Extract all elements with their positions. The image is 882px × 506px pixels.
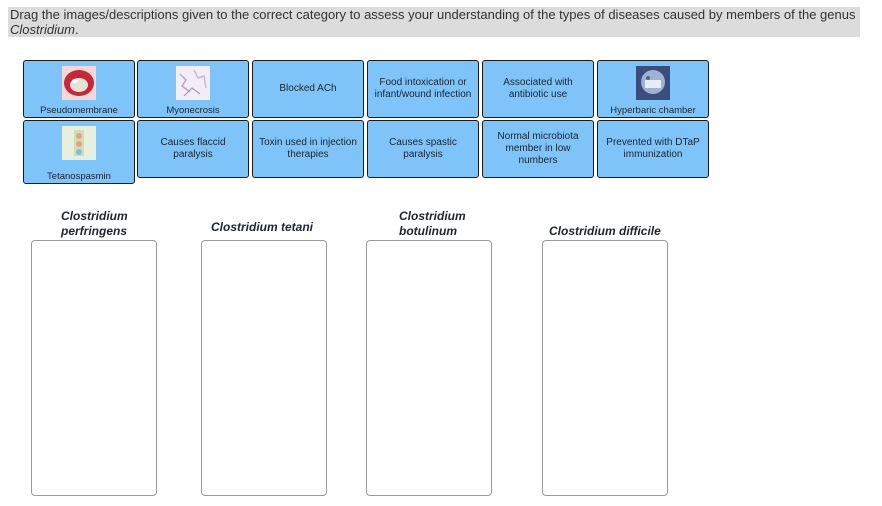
tile-label: Hyperbaric chamber bbox=[610, 105, 696, 116]
hyperbaric-chamber-photo-icon bbox=[636, 66, 670, 100]
myonecrosis-photo-icon bbox=[176, 66, 210, 100]
instructions: Drag the images/descriptions given to th… bbox=[8, 7, 860, 37]
tile-label: Causes flaccid paralysis bbox=[160, 137, 226, 160]
tile-label: Toxin used in injection therapies bbox=[259, 137, 357, 160]
tile-label: Pseudomembrane bbox=[40, 105, 118, 116]
dropzone-difficile[interactable] bbox=[542, 240, 668, 496]
instructions-text: Drag the images/descriptions given to th… bbox=[10, 7, 856, 22]
tile-tetanospasmin[interactable]: Tetanospasmin bbox=[23, 120, 135, 184]
tile-label: Food intoxication or infant/wound infect… bbox=[374, 77, 472, 100]
tile-label: Tetanospasmin bbox=[47, 171, 111, 182]
tile-label: Causes spastic paralysis bbox=[389, 137, 457, 160]
tile-dtap-immunization[interactable]: Prevented with DTaP immunization bbox=[597, 120, 709, 178]
category-label-perfringens: Clostridium perfringens bbox=[61, 209, 128, 238]
instructions-genus: Clostridium bbox=[10, 22, 76, 37]
tile-pseudomembrane[interactable]: Pseudomembrane bbox=[23, 60, 135, 118]
tile-blocked-ach[interactable]: Blocked ACh bbox=[252, 60, 364, 118]
tile-antibiotic-use[interactable]: Associated with antibiotic use bbox=[482, 60, 594, 118]
tetanospasmin-diagram-icon bbox=[62, 126, 96, 160]
tile-injection-therapies[interactable]: Toxin used in injection therapies bbox=[252, 120, 364, 178]
pseudomembrane-photo-icon bbox=[62, 66, 96, 100]
instructions-end: . bbox=[75, 22, 79, 37]
tile-normal-microbiota[interactable]: Normal microbiota member in low numbers bbox=[482, 120, 594, 178]
category-label-tetani: Clostridium tetani bbox=[211, 220, 314, 234]
tile-label: Myonecrosis bbox=[166, 105, 220, 116]
tile-label: Normal microbiota member in low numbers bbox=[497, 131, 579, 166]
tile-hyperbaric-chamber[interactable]: Hyperbaric chamber bbox=[597, 60, 709, 118]
tile-myonecrosis[interactable]: Myonecrosis bbox=[137, 60, 249, 118]
tile-label: Blocked ACh bbox=[279, 83, 337, 94]
tile-label: Associated with antibiotic use bbox=[503, 77, 573, 100]
tile-flaccid-paralysis[interactable]: Causes flaccid paralysis bbox=[137, 120, 249, 178]
dropzone-perfringens[interactable] bbox=[31, 240, 157, 496]
tile-label: Prevented with DTaP immunization bbox=[606, 137, 700, 160]
dropzone-tetani[interactable] bbox=[201, 240, 327, 496]
category-label-difficile: Clostridium difficile bbox=[549, 224, 661, 238]
category-label-botulinum: Clostridium botulinum bbox=[399, 209, 466, 238]
dropzone-botulinum[interactable] bbox=[366, 240, 492, 496]
tile-spastic-paralysis[interactable]: Causes spastic paralysis bbox=[367, 120, 479, 178]
tile-food-intoxication[interactable]: Food intoxication or infant/wound infect… bbox=[367, 60, 479, 118]
